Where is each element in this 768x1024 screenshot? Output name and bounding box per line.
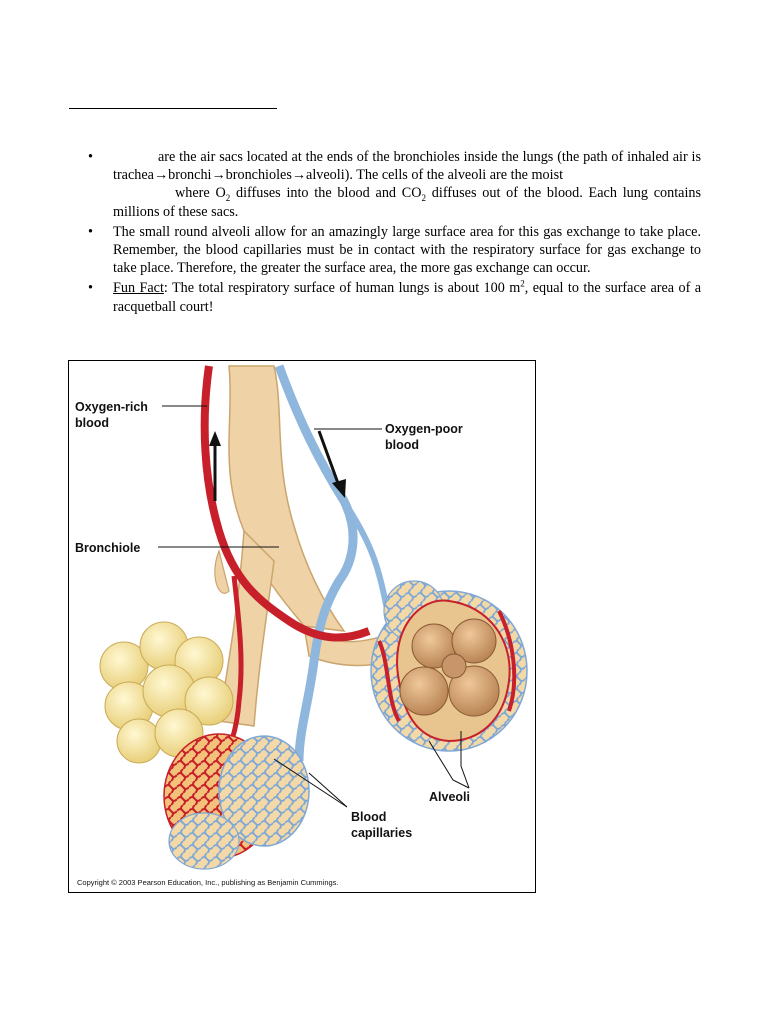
bullet-marker: • [88, 223, 93, 240]
upward-flow-arrowhead [209, 431, 221, 446]
oxygen-poor-vessel [274, 364, 358, 762]
bullet-item-fun-fact: • Fun Fact: The total respiratory surfac… [88, 279, 701, 315]
label-oxygen-rich: Oxygen-rich [75, 400, 148, 414]
bullet-text: : The total respiratory surface of human… [163, 280, 521, 297]
bullet-text: The small round alveoli allow for an ama… [113, 223, 701, 277]
label-oxygen-poor: Oxygen-poor [385, 422, 463, 436]
downward-flow-arrowhead [332, 479, 346, 498]
label-capillaries: capillaries [351, 826, 412, 840]
bullet-text: where O [175, 185, 226, 202]
bullet-text: diffuses into the blood and CO [230, 185, 422, 202]
oxygen-rich-vessel [200, 365, 371, 642]
subscript-2: 2 [225, 193, 231, 204]
label-oxygen-poor-blood: blood [385, 438, 419, 452]
subscript-2: 2 [421, 193, 427, 204]
bullet-text: , equal to the surface area of a racquet… [113, 280, 702, 315]
downward-flow-arrow [317, 430, 341, 487]
bullet-marker: • [88, 149, 93, 165]
alveolar-sac-outer [99, 621, 234, 764]
capillary-network-lower [163, 733, 310, 870]
superscript-2: 2 [520, 278, 525, 289]
label-alveoli: Alveoli [429, 790, 470, 804]
copyright-notice: Copyright © 2003 Pearson Education, Inc.… [77, 878, 339, 887]
fun-fact-label: Fun Fact [113, 280, 164, 297]
bullet-item-alveoli-definition: • are the air sacs located at the ends o… [88, 148, 701, 221]
bronchiole-branch-upper [214, 549, 230, 594]
bullet-text: diffuses out of the blood. Each lung con… [113, 185, 701, 220]
label-oxygen-rich-blood: blood [75, 416, 109, 430]
label-leader-lines [158, 405, 470, 808]
alveolar-sac-cutaway [370, 580, 528, 752]
bullet-marker: • [88, 280, 93, 297]
alveoli-diagram: Oxygen-rich blood Oxygen-poor blood Bron… [68, 360, 536, 893]
title-blank-line [69, 108, 277, 109]
label-blood: Blood [351, 810, 386, 824]
bullet-item-surface-area: • The small round alveoli allow for an a… [88, 223, 701, 278]
bullet-list: • are the air sacs located at the ends o… [88, 148, 701, 318]
label-bronchiole: Bronchiole [75, 541, 140, 555]
bullet-text: are the air sacs located at the ends of … [113, 149, 701, 184]
alveoli-illustration: Oxygen-rich blood Oxygen-poor blood Bron… [75, 364, 528, 887]
